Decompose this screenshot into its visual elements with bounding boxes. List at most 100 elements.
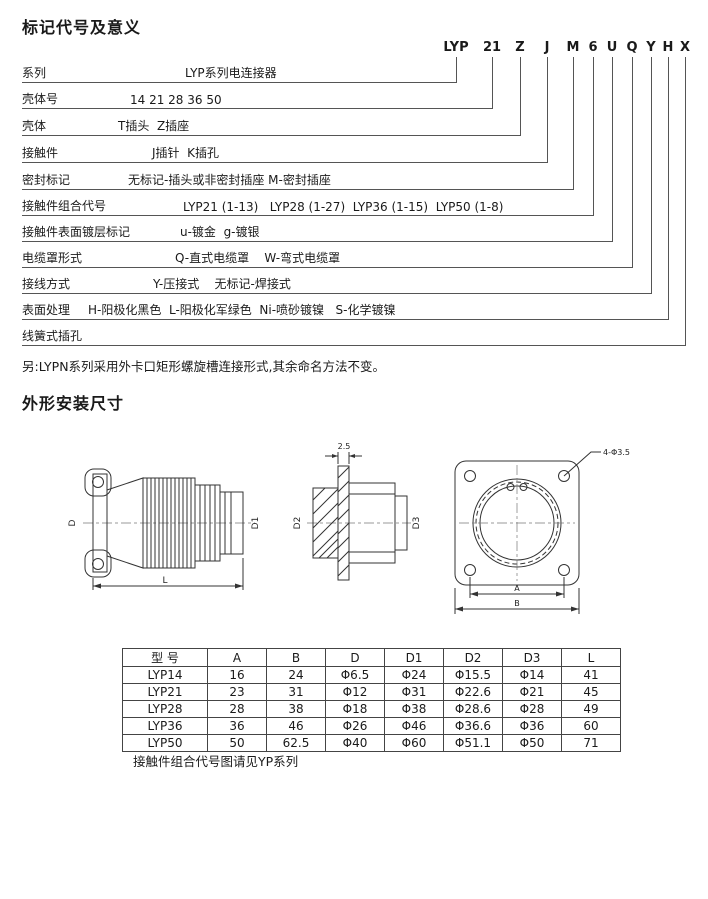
section-title-marking: 标记代号及意义 xyxy=(22,18,142,37)
row-label: 表面处理 xyxy=(22,303,71,317)
connector-line xyxy=(668,57,669,320)
cell-model: LYP36 xyxy=(122,717,208,735)
row-value: 无标记-插头或非密封插座 M-密封插座 xyxy=(128,173,331,187)
dim-line-B xyxy=(454,588,580,614)
dim-label-D2: D2 xyxy=(293,517,303,530)
dim-label-D1: D1 xyxy=(251,517,261,530)
connector-line xyxy=(651,57,652,294)
cell-l: 71 xyxy=(561,734,621,752)
cell-d2: Φ36.6 xyxy=(443,717,503,735)
cell-a: 23 xyxy=(207,683,267,701)
row-label: 壳体 xyxy=(22,119,47,133)
col-header-l: L xyxy=(561,648,621,667)
dim-line-L xyxy=(92,558,244,590)
table-header-row: 型 号 A B D D1 D2 D3 L xyxy=(122,648,621,667)
code-part-shell: Z xyxy=(515,40,525,55)
cell-b: 38 xyxy=(266,700,326,718)
row-value: Y-压接式 无标记-焊接式 xyxy=(153,277,291,291)
col-header-d1: D1 xyxy=(384,648,444,667)
code-part-termination: Y xyxy=(646,40,656,55)
cell-d2: Φ28.6 xyxy=(443,700,503,718)
cell-a: 50 xyxy=(207,734,267,752)
row-value: 14 21 28 36 50 xyxy=(130,93,222,107)
cell-d2: Φ22.6 xyxy=(443,683,503,701)
code-part-cableclamp: Q xyxy=(626,40,638,55)
row-value: LYP系列电连接器 xyxy=(185,66,277,80)
code-part-finish: H xyxy=(662,40,674,55)
connector-line xyxy=(492,57,493,109)
connector-line xyxy=(612,57,613,242)
row-label: 接线方式 xyxy=(22,277,71,291)
cell-model: LYP21 xyxy=(122,683,208,701)
dim-label-gap: 2.5 xyxy=(338,442,351,451)
table-row: LYP50 50 62.5 Φ40 Φ60 Φ51.1 Φ50 71 xyxy=(122,734,621,752)
cell-model: LYP28 xyxy=(122,700,208,718)
cell-d1: Φ31 xyxy=(384,683,444,701)
legend-row-series: 系列 LYP系列电连接器 xyxy=(22,65,456,83)
row-value: u-镀金 g-镀银 xyxy=(180,225,260,239)
row-value: T插头 Z插座 xyxy=(118,119,190,133)
cell-d: Φ40 xyxy=(325,734,385,752)
cell-a: 16 xyxy=(207,666,267,684)
cell-model: LYP14 xyxy=(122,666,208,684)
code-part-shellno: 21 xyxy=(482,40,502,55)
dim-label-A: A xyxy=(514,584,520,593)
legend-row-finish: 表面处理 H-阳极化黑色 L-阳极化军绿色 Ni-喷砂镀镍 S-化学镀镍 xyxy=(22,302,668,320)
row-value: Q-直式电缆罩 W-弯式电缆罩 xyxy=(175,251,341,265)
legend-row-contact: 接触件 J插针 K插孔 xyxy=(22,145,547,163)
cell-d2: Φ51.1 xyxy=(443,734,503,752)
code-part-spring: X xyxy=(679,40,691,55)
connector-line xyxy=(520,57,521,136)
row-label: 接触件 xyxy=(22,146,59,160)
table-row: LYP36 36 46 Φ26 Φ46 Φ36.6 Φ36 60 xyxy=(122,717,621,735)
dim-label-holes: 4-Φ3.5 xyxy=(603,448,630,457)
table-row: LYP28 28 38 Φ18 Φ38 Φ28.6 Φ28 49 xyxy=(122,700,621,718)
cell-d3: Φ14 xyxy=(502,666,562,684)
table-caption: 接触件组合代号图请见YP系列 xyxy=(133,754,299,769)
connector-line xyxy=(547,57,548,163)
row-label: 电缆罩形式 xyxy=(22,251,83,265)
cell-d2: Φ15.5 xyxy=(443,666,503,684)
row-value: H-阳极化黑色 L-阳极化军绿色 Ni-喷砂镀镍 S-化学镀镍 xyxy=(88,303,396,317)
row-label: 密封标记 xyxy=(22,173,71,187)
cell-l: 60 xyxy=(561,717,621,735)
col-header-d3: D3 xyxy=(502,648,562,667)
cell-d1: Φ46 xyxy=(384,717,444,735)
row-label: 线簧式插孔 xyxy=(22,329,83,343)
col-header-d: D xyxy=(325,648,385,667)
connector-line xyxy=(685,57,686,346)
cell-a: 28 xyxy=(207,700,267,718)
dim-label-D: D xyxy=(68,519,78,526)
cell-d3: Φ28 xyxy=(502,700,562,718)
cell-d: Φ6.5 xyxy=(325,666,385,684)
legend-row-spring: 线簧式插孔 xyxy=(22,328,685,346)
dim-line-gap xyxy=(325,452,362,464)
col-header-b: B xyxy=(266,648,326,667)
col-header-model: 型 号 xyxy=(122,648,208,667)
connector-drawing: L D D1 2.5 D2 D3 xyxy=(68,442,630,614)
dim-line-A xyxy=(469,577,565,598)
legend-row-cableclamp: 电缆罩形式 Q-直式电缆罩 W-弯式电缆罩 xyxy=(22,250,632,268)
row-label: 接触件表面镀层标记 xyxy=(22,225,131,239)
connector-line xyxy=(573,57,574,190)
connector-line xyxy=(632,57,633,268)
cell-d1: Φ38 xyxy=(384,700,444,718)
dim-label-L: L xyxy=(162,576,167,586)
cell-d: Φ18 xyxy=(325,700,385,718)
connector-line xyxy=(456,57,457,83)
cell-d1: Φ60 xyxy=(384,734,444,752)
cell-d3: Φ50 xyxy=(502,734,562,752)
cell-b: 46 xyxy=(266,717,326,735)
code-part-plating: U xyxy=(606,40,618,55)
note-lypn: 另:LYPN系列采用外卡口矩形螺旋槽连接形式,其余命名方法不变。 xyxy=(22,359,386,374)
cell-l: 45 xyxy=(561,683,621,701)
plug-side-view: L D D1 xyxy=(68,468,261,590)
receptacle-front-view: 4-Φ3.5 A B xyxy=(454,448,630,614)
row-label: 壳体号 xyxy=(22,92,59,106)
cell-d1: Φ24 xyxy=(384,666,444,684)
legend-row-plating: 接触件表面镀层标记 u-镀金 g-镀银 xyxy=(22,224,612,242)
col-header-a: A xyxy=(207,648,267,667)
code-part-series: LYP xyxy=(443,40,469,55)
legend-row-termination: 接线方式 Y-压接式 无标记-焊接式 xyxy=(22,276,651,294)
